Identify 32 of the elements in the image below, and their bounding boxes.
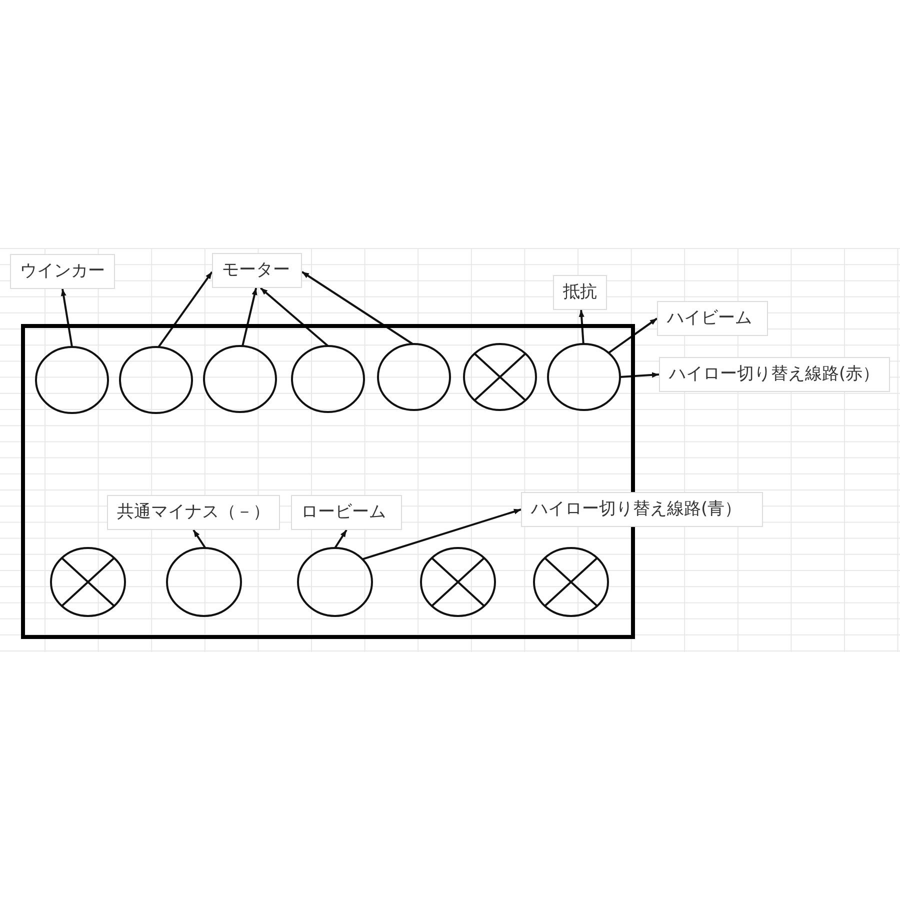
callout-label: 共通マイナス（－） bbox=[107, 495, 280, 530]
pin-circle bbox=[166, 547, 242, 617]
crossed-pin-circle bbox=[420, 547, 496, 617]
leader-arrow bbox=[578, 310, 584, 344]
pin-circle bbox=[119, 346, 193, 414]
callout-label: ロービーム bbox=[291, 495, 402, 530]
connector-outline bbox=[21, 324, 635, 639]
pin-circle bbox=[291, 345, 365, 413]
crossed-pin-circle bbox=[463, 343, 537, 411]
leader-arrow bbox=[362, 508, 522, 560]
callout-label: ハイロー切り替え線路(青） bbox=[521, 492, 763, 527]
leader-arrow bbox=[242, 288, 258, 346]
callout-label: 抵抗 bbox=[553, 275, 607, 310]
callout-label: モーター bbox=[212, 253, 302, 288]
crossed-pin-circle bbox=[533, 547, 609, 617]
leader-arrow bbox=[192, 529, 206, 549]
callout-label: ウインカー bbox=[10, 254, 115, 289]
leader-arrow bbox=[608, 318, 658, 354]
pin-circle bbox=[377, 343, 451, 411]
leader-arrow bbox=[60, 288, 73, 348]
pin-circle bbox=[297, 547, 373, 617]
pin-circle bbox=[35, 346, 109, 414]
leader-arrow bbox=[334, 529, 348, 549]
leader-arrow bbox=[301, 271, 414, 345]
leader-arrow bbox=[158, 271, 213, 348]
callout-label: ハイビーム bbox=[657, 301, 768, 336]
callout-label: ハイロー切り替え線路(赤） bbox=[659, 357, 890, 392]
pin-circle bbox=[203, 345, 277, 413]
leader-arrow bbox=[260, 287, 329, 347]
leader-arrow bbox=[620, 372, 660, 378]
pin-circle bbox=[547, 343, 621, 411]
crossed-pin-circle bbox=[50, 547, 126, 617]
